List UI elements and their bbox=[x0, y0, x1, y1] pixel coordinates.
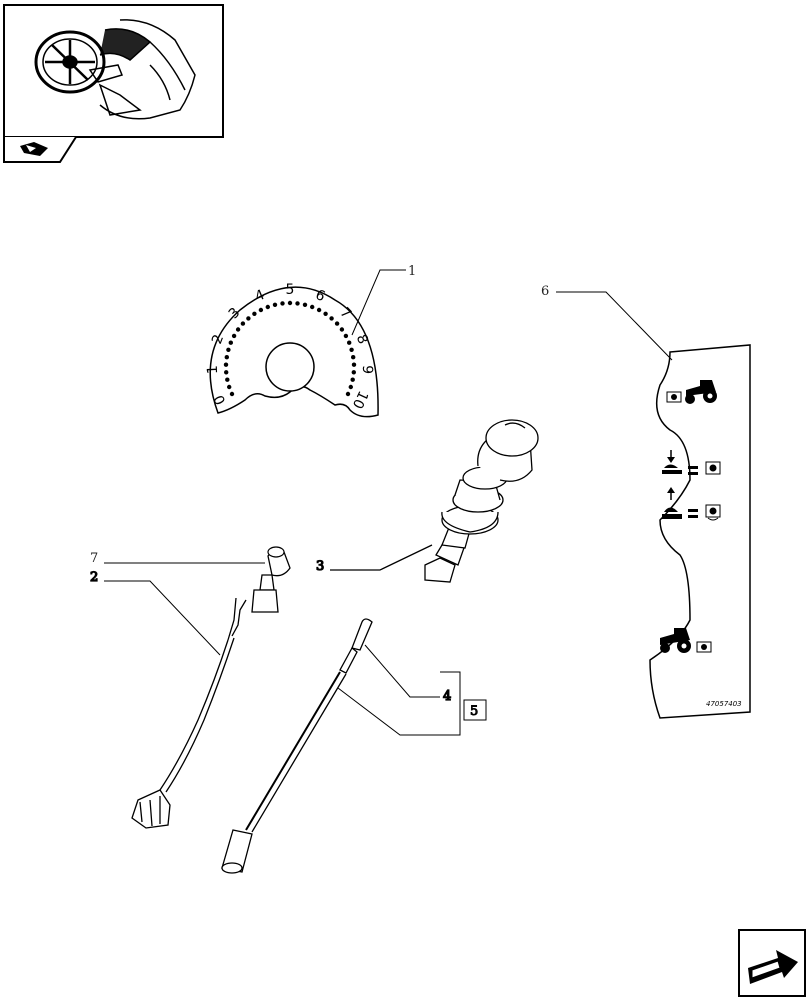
leader-line-4 bbox=[364, 644, 440, 698]
dial-dot bbox=[224, 355, 229, 360]
dial-dot bbox=[351, 355, 356, 360]
dial-dot bbox=[323, 311, 328, 316]
dial-dot bbox=[295, 301, 300, 306]
callout-part-2[interactable]: 2 bbox=[89, 569, 99, 585]
dial-dot bbox=[224, 370, 229, 375]
dial-dot bbox=[348, 384, 353, 390]
tractor-pto-icon-top bbox=[666, 380, 717, 404]
dial-dot bbox=[228, 340, 233, 345]
dial-dot bbox=[272, 302, 278, 307]
dial-dot bbox=[235, 327, 241, 332]
location-thumbnail[interactable] bbox=[3, 4, 224, 163]
callout-part-1[interactable]: 1 bbox=[408, 264, 416, 279]
callout-part-6[interactable]: 6 bbox=[541, 284, 549, 299]
part-4-cable-rod[interactable]: 4 bbox=[221, 618, 452, 874]
dial-dot bbox=[345, 391, 351, 397]
callout-part-3[interactable]: 3 bbox=[315, 558, 325, 574]
book-icon bbox=[20, 142, 48, 156]
dial-dot bbox=[265, 304, 270, 310]
dial-center-hole bbox=[265, 342, 315, 392]
dial-dot bbox=[227, 384, 232, 390]
leader-line-3 bbox=[330, 544, 433, 571]
part-5-kit-reference[interactable]: 5 bbox=[337, 671, 487, 736]
tractor-pto-icon-bottom bbox=[660, 628, 712, 653]
dial-dot bbox=[280, 301, 285, 306]
dial-dot bbox=[349, 347, 354, 352]
dial-dot bbox=[225, 377, 230, 382]
pto-engage-icon bbox=[662, 450, 721, 475]
part-3-lever-knob[interactable]: 3 bbox=[315, 419, 539, 583]
dial-dot bbox=[334, 321, 340, 326]
leader-line-2 bbox=[104, 580, 221, 656]
callout-part-7[interactable]: 7 bbox=[90, 551, 98, 566]
dial-dot bbox=[350, 377, 355, 382]
dial-dot bbox=[351, 362, 357, 367]
dial-dot bbox=[329, 316, 334, 321]
pto-disengage-icon bbox=[662, 487, 721, 521]
part-6-side-decal[interactable]: 47057403 6 bbox=[541, 284, 751, 719]
leader-line-1 bbox=[351, 269, 406, 336]
dial-dot bbox=[226, 347, 231, 352]
callout-part-4[interactable]: 4 bbox=[442, 688, 452, 704]
dial-number-1: 1 bbox=[205, 365, 221, 374]
dial-number-9: 9 bbox=[359, 365, 375, 374]
dial-dot bbox=[240, 321, 246, 326]
dial-dot bbox=[258, 307, 264, 313]
cab-dashboard-icon bbox=[34, 19, 196, 120]
dial-dot bbox=[252, 311, 257, 316]
dial-number-5: 5 bbox=[286, 282, 295, 298]
dial-dot bbox=[287, 300, 293, 306]
next-page-button[interactable] bbox=[738, 929, 806, 997]
dial-dot bbox=[351, 370, 356, 375]
decal-reference-code: 47057403 bbox=[706, 700, 742, 708]
dial-dot bbox=[347, 340, 352, 345]
part-7-cap[interactable]: 7 bbox=[90, 546, 291, 577]
dial-dot bbox=[343, 333, 349, 339]
dial-dot-ring bbox=[223, 300, 357, 397]
dial-dot bbox=[223, 362, 229, 367]
leader-line-6 bbox=[556, 291, 673, 361]
callout-part-5[interactable]: 5 bbox=[470, 704, 479, 720]
dial-dot bbox=[339, 327, 345, 332]
dial-dot bbox=[310, 304, 315, 310]
dial-dot bbox=[231, 333, 237, 339]
dial-dot bbox=[229, 391, 235, 397]
part-2-switch-harness[interactable]: 2 bbox=[89, 569, 279, 829]
dial-number-10: 10 bbox=[349, 388, 371, 411]
dial-dot bbox=[316, 307, 322, 313]
dial-dot bbox=[302, 302, 308, 307]
dial-dot bbox=[246, 316, 251, 321]
